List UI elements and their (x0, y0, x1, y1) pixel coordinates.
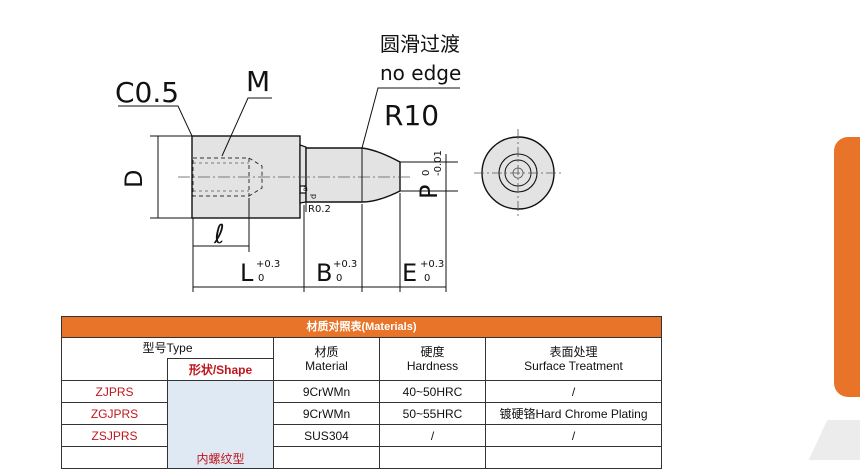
table-title: 材质对照表(Materials) (60, 316, 663, 338)
table-row: ZJPRS 内螺纹型 9CrWMn 40~50HRC / (61, 380, 663, 469)
side-tab-decoration (834, 137, 860, 397)
corner-decoration (808, 420, 860, 460)
row-surface-empty (484, 446, 663, 469)
row-material-empty (273, 446, 380, 469)
round-en-label: no edge (380, 61, 461, 85)
table-row: ZSJPRS SUS304 / / (61, 424, 663, 447)
surface-header: 表面处理 Surface Treatment (484, 337, 663, 381)
row-type: ZJPRS (61, 380, 168, 403)
table-row-partial (61, 446, 663, 469)
row-type: ZGJPRS (61, 402, 168, 425)
dim-e-label: E (402, 259, 417, 287)
dim-l-label: L (240, 259, 254, 287)
hardness-header-en: Hardness (406, 359, 459, 373)
row-hardness: / (379, 424, 486, 447)
row-type-empty (61, 446, 168, 469)
groove-d-label: d (309, 194, 318, 199)
row-surface: 镀硬铬Hard Chrome Plating (484, 402, 663, 425)
radius-leader (361, 87, 460, 149)
table-row: ZGJPRS 9CrWMn 50~55HRC 镀硬铬Hard Chrome Pl… (61, 402, 663, 425)
diameter-label: D (120, 170, 148, 188)
pin-stem (305, 147, 401, 203)
chamfer-leader (118, 105, 193, 137)
hardness-header-cn: 硬度 (420, 345, 445, 359)
row-material: SUS304 (273, 424, 380, 447)
leader-lines (118, 87, 460, 212)
dimension-thread-length (192, 198, 250, 252)
e-tol-lower: 0 (424, 273, 430, 284)
pin-shaft (299, 144, 307, 204)
chamfer-label: C0.5 (115, 76, 179, 109)
surface-header-en: Surface Treatment (524, 359, 623, 373)
p-tol-upper: 0 (421, 170, 432, 176)
thread-label: M (246, 65, 270, 98)
row-hardness-empty (379, 446, 486, 469)
dimension-lbe (192, 193, 447, 292)
row-hardness: 40~50HRC (379, 380, 486, 403)
row-material: 9CrWMn (273, 402, 380, 425)
end-view (474, 129, 562, 217)
row-surface: / (484, 424, 663, 447)
groove-r-label: R0.2 (308, 204, 331, 215)
row-type: ZSJPRS (61, 424, 168, 447)
row-hardness: 50~55HRC (379, 402, 486, 425)
row-surface: / (484, 380, 663, 403)
type-spacer (62, 358, 167, 380)
shape-header: 形状/Shape (167, 358, 273, 380)
p-tol-lower: -0.01 (433, 150, 444, 176)
thread-length-label: ℓ (213, 220, 225, 250)
surface-header-cn: 表面处理 (549, 345, 598, 359)
material-header-en: Material (305, 359, 348, 373)
dimension-d (150, 135, 192, 219)
l-tol-upper: +0.3 (256, 259, 280, 270)
technical-drawing: C0.5 M 圆滑过渡 no edge R10 D ℓ L B E P a d … (115, 32, 562, 292)
materials-table: 材质对照表(Materials) 型号Type 形状/Shape 材质 Mate… (60, 316, 663, 469)
thread-tip (248, 157, 263, 197)
b-tol-upper: +0.3 (333, 259, 357, 270)
round-cn-label: 圆滑过渡 (380, 32, 460, 56)
l-tol-lower: 0 (258, 273, 264, 284)
b-tol-lower: 0 (336, 273, 342, 284)
row-material: 9CrWMn (273, 380, 380, 403)
material-header: 材质 Material (273, 337, 380, 381)
shape-value: 内螺纹型 (167, 380, 274, 469)
pin-part (178, 135, 412, 219)
hardness-header: 硬度 Hardness (379, 337, 486, 381)
material-header-cn: 材质 (314, 345, 339, 359)
type-header: 型号Type (142, 341, 193, 355)
groove-a-label: a (303, 184, 308, 193)
dim-p-label: P (415, 185, 443, 199)
dimension-p (400, 154, 458, 200)
e-tol-upper: +0.3 (420, 259, 444, 270)
radius-label: R10 (384, 99, 439, 132)
dim-b-label: B (316, 259, 332, 287)
type-header-cell: 型号Type 形状/Shape (61, 337, 274, 381)
thread-leader (221, 97, 272, 157)
